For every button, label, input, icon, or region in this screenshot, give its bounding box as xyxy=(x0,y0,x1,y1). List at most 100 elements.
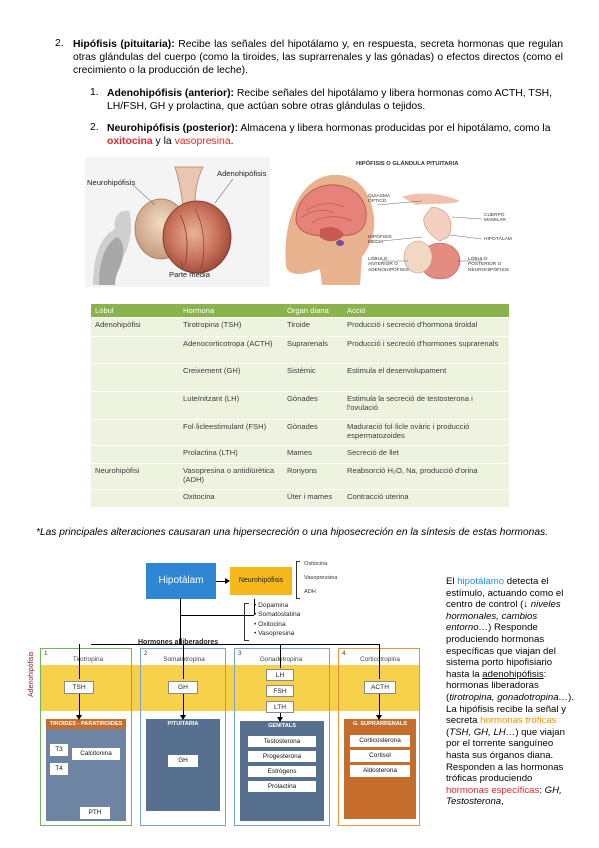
table-cell: Neurohipòfisi xyxy=(91,463,179,490)
label-quiasma: QUIASMA ÓPTICO xyxy=(368,194,390,205)
arrow xyxy=(379,644,380,679)
column-3-out: Testosterona xyxy=(248,736,316,747)
column-1-out-t3: T3 xyxy=(50,744,68,756)
table-cell xyxy=(91,391,179,420)
column-4-head: Corticotropina xyxy=(340,656,420,663)
table-cell: Prolactina (LTH) xyxy=(179,445,283,464)
brain-drawing xyxy=(285,174,483,285)
table-cell: Vasopresina o antidiürètica (ADH) xyxy=(179,463,283,490)
table-header: Acció xyxy=(343,304,509,318)
table-cell: Suprarenals xyxy=(283,336,343,364)
arrow xyxy=(280,713,281,719)
table-row: Neurohipòfisi Vasopresina o antidiürètic… xyxy=(91,463,509,490)
column-3-mid-lh: LH xyxy=(266,669,294,681)
pituitary-drawing xyxy=(93,166,234,285)
column-2-out-gh: GH xyxy=(168,755,198,767)
released-label: Hormones alliberadores xyxy=(138,639,219,646)
column-4-number: 4 xyxy=(342,650,346,657)
column-1-number: 1 xyxy=(44,650,48,657)
arrow-head xyxy=(76,715,82,720)
column-4-mid: ACTH xyxy=(364,681,396,694)
table-row: Adenocorticotropa (ACTH) Suprarenals Pro… xyxy=(91,336,509,364)
column-3-frame xyxy=(234,648,330,826)
table-cell: Tiroide xyxy=(283,317,343,337)
column-3-out: Prolactina xyxy=(248,781,316,792)
oxitocina-highlight: oxitocina xyxy=(107,136,153,148)
table-header: Hormona xyxy=(179,304,283,318)
arrow xyxy=(79,694,80,716)
item-1-paragraph: Adenohipófisis (anterior): Recibe señale… xyxy=(107,87,565,113)
released-item: • Oxitocina xyxy=(254,620,286,628)
adeno-side-label: Adenohipòfisis xyxy=(28,651,35,697)
table-row: Fol·licleestimulant (FSH) Gònades Madura… xyxy=(91,419,509,446)
vasopresina-highlight: vasopresina xyxy=(174,136,231,148)
table-cell: Oxitocina xyxy=(179,489,283,507)
column-1-frame xyxy=(40,648,132,826)
released-item: • Dopamina xyxy=(254,602,289,609)
connector xyxy=(91,644,379,645)
column-1-mid: TSH xyxy=(64,681,94,694)
table-cell xyxy=(91,489,179,507)
column-2-head: Somatotropina xyxy=(142,656,226,663)
hipotalam-box: Hipotàlam xyxy=(146,563,216,599)
arrow xyxy=(79,644,80,679)
label-lobulo-posterior: LÓBULO POSTERIOR O NEUROHIPÓFISIS xyxy=(468,257,510,273)
connector xyxy=(254,599,255,615)
label-parte-media: Parte media xyxy=(169,270,210,279)
table-cell: Estimula el desenvolupament xyxy=(343,363,509,392)
item-1-text: Recibe señales del hipotálamo y libera h… xyxy=(107,88,553,113)
table-row: Creixement (GH) Sistèmic Estimula el des… xyxy=(91,363,509,392)
column-3-out: Estrògens xyxy=(248,766,316,777)
arrow xyxy=(183,694,184,716)
arrow-head xyxy=(376,715,382,720)
arrow-head xyxy=(180,715,186,720)
section-text: Recibe las señales del hipotálamo y, en … xyxy=(73,39,563,77)
hormonas-especificas-highlight: hormonas específicas xyxy=(446,784,540,796)
table-row: Prolactina (LTH) Mames Secreció de llet xyxy=(91,445,509,464)
column-1-out-calcitonina: Calcitonina xyxy=(72,748,120,760)
item-2-end: . xyxy=(230,136,234,148)
pituitary-illustration-right: HIPÓFISIS O GLÁNDULA PITUITARIA QUIASMA … xyxy=(282,157,512,287)
table-row: Oxitocina Úter i mames Contracció uterin… xyxy=(91,489,509,507)
label-neurohipofisis: Neurohipófisis xyxy=(87,178,136,187)
neuro-output-adh: ADH xyxy=(304,589,316,595)
section-title: Hipófisis (pituitaria): xyxy=(73,39,175,50)
column-1-head: Tirotropina xyxy=(72,656,104,663)
item-1-title: Adenohipófisis (anterior): xyxy=(107,88,234,99)
arrow-head xyxy=(225,578,230,584)
table-cell xyxy=(91,445,179,464)
table-cell: Reabsorció H₂O, Na, producció d'orina xyxy=(343,463,509,490)
adenohipofisis-underline: adenohipófisis xyxy=(482,668,544,680)
table-cell: Gònades xyxy=(283,391,343,420)
column-3-mid-lth: LTH xyxy=(266,701,294,713)
pituitary-illustration-left: Neurohipófisis Adenohipófisis Parte medi… xyxy=(85,157,270,287)
neuro-output-bracket xyxy=(296,561,300,599)
neurohipofisis-box: Neurohipòfisis xyxy=(230,567,292,595)
arrow xyxy=(216,581,226,582)
item-2-text: Almacena y libera hormonas producidas po… xyxy=(238,123,551,134)
column-3-head: Gonadotropina xyxy=(236,656,326,663)
column-2-number: 2 xyxy=(144,650,148,657)
neuro-output-oxitocina: Oxitocina xyxy=(304,561,328,567)
item-2-mid: y la xyxy=(152,136,175,148)
table-row: Adenohipòfisi Tirotropina (TSH) Tiroide … xyxy=(91,317,509,337)
section-number: 2. xyxy=(55,38,64,49)
right-fig-title: HIPÓFISIS O GLÁNDULA PITUITARIA xyxy=(356,161,459,167)
label-adenohipofisis: Adenohipófisis xyxy=(217,169,267,178)
table-cell: Maduració fol·licle ovàric i producció e… xyxy=(343,419,509,446)
item-2-paragraph: Neurohipófisis (posterior): Almacena y l… xyxy=(107,122,567,148)
item-1-number: 1. xyxy=(90,87,99,98)
label-hipotalamo: HIPOTÁLAMO xyxy=(484,237,512,242)
table-cell: Gònades xyxy=(283,419,343,446)
arrow xyxy=(183,644,184,679)
table-cell: Adenocorticotropa (ACTH) xyxy=(179,336,283,364)
table-cell: Secreció de llet xyxy=(343,445,509,464)
column-3-out: Progesterona xyxy=(248,751,316,762)
table-cell: Ronyons xyxy=(283,463,343,490)
released-item: • Vasopresina xyxy=(254,630,295,638)
hormonas-troficas-highlight: hormonas tróficas xyxy=(480,715,557,727)
table-cell xyxy=(91,336,179,364)
table-cell: Úter i mames xyxy=(283,489,343,507)
alterations-note: *Las principales alteraciones causaran u… xyxy=(36,527,548,538)
table-cell: Fol·licleestimulant (FSH) xyxy=(179,419,283,446)
